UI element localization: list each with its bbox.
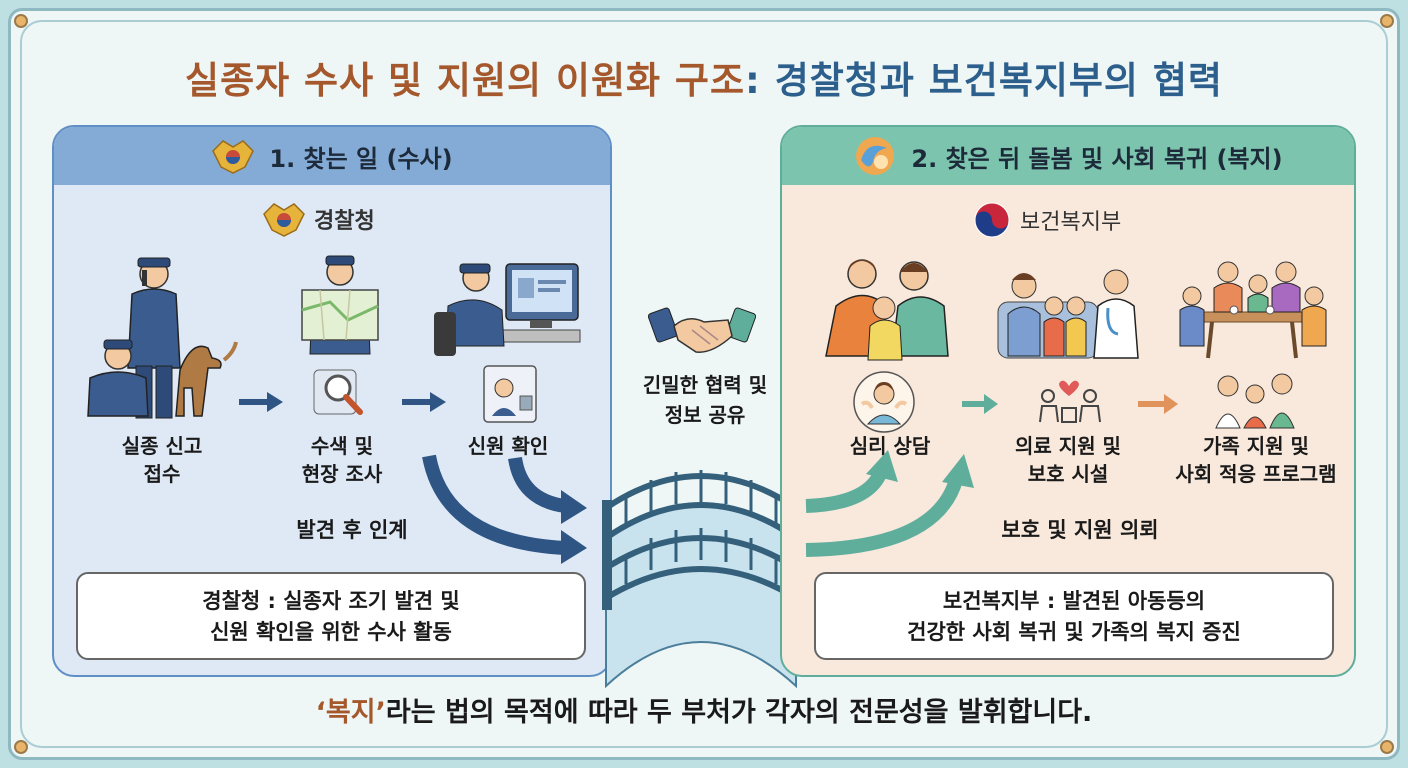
care-facility-icon bbox=[1039, 380, 1101, 423]
footer-rest: 라는 법의 목적에 따라 두 부처가 각자의 전문성을 발휘합니다. bbox=[385, 697, 1093, 728]
police-emblem-icon bbox=[212, 140, 255, 174]
footer-quote: ‘복지’ bbox=[315, 697, 386, 728]
police-summary-line1: 경찰청 : 실종자 조기 발견 및 bbox=[202, 589, 460, 613]
police-summary-line2: 신원 확인을 위한 수사 활동 bbox=[210, 620, 452, 644]
step-report-line2: 접수 bbox=[143, 462, 181, 486]
welfare-summary-line2: 건강한 사회 복귀 및 가족의 복지 증진 bbox=[907, 620, 1241, 644]
family-group-icon bbox=[1215, 373, 1295, 429]
police-panel-header: 1. 찾는 일 (수사) bbox=[54, 127, 610, 185]
welfare-logo-icon bbox=[856, 137, 895, 175]
corner-dot bbox=[1380, 14, 1394, 28]
step-family-line2: 사회 적응 프로그램 bbox=[1175, 462, 1337, 486]
cooperation-label: 긴밀한 협력 및 정보 공유 bbox=[620, 370, 790, 430]
cooperation-line1: 긴밀한 협력 및 bbox=[642, 373, 768, 397]
counseling-icon bbox=[853, 371, 915, 433]
request-arrows bbox=[805, 450, 974, 557]
step-counseling-label: 심리 상담 bbox=[830, 432, 950, 460]
flow-arrow bbox=[962, 394, 998, 414]
step-report-line1: 실종 신고 bbox=[121, 434, 203, 458]
welfare-org-text: 보건복지부 bbox=[1020, 210, 1122, 235]
title-part1: 실종자 수사 및 지원의 이원화 구조 bbox=[185, 59, 746, 102]
step-medical-line1: 의료 지원 및 bbox=[1015, 434, 1121, 458]
welfare-summary-line1: 보건복지부 : 발견된 아동등의 bbox=[942, 589, 1206, 613]
medical-support-illustration bbox=[997, 269, 1139, 359]
bridge-icon bbox=[602, 470, 800, 688]
police-summary-box: 경찰청 : 실종자 조기 발견 및 신원 확인을 위한 수사 활동 bbox=[76, 572, 586, 660]
footer-statement: ‘복지’라는 법의 목적에 따라 두 부처가 각자의 전문성을 발휘합니다. bbox=[0, 690, 1408, 729]
title-part2: : 경찰청과 보건복지부의 협력 bbox=[745, 59, 1223, 102]
step-identity-label: 신원 확인 bbox=[438, 432, 578, 460]
step-identity-line1: 신원 확인 bbox=[467, 434, 549, 458]
step-medical-label: 의료 지원 및 보호 시설 bbox=[998, 432, 1138, 488]
step-family-line1: 가족 지원 및 bbox=[1203, 434, 1309, 458]
welfare-panel-header: 2. 찾은 뒤 돌봄 및 사회 복귀 (복지) bbox=[782, 127, 1354, 185]
korea-taegeuk-icon bbox=[974, 202, 1010, 238]
identity-check-illustration bbox=[434, 263, 581, 423]
step-search-label: 수색 및 현장 조사 bbox=[272, 432, 412, 488]
handoff-arrows bbox=[422, 454, 587, 564]
police-org-label: 경찰청 bbox=[262, 200, 375, 238]
corner-dot bbox=[14, 740, 28, 754]
handoff-label: 발견 후 인계 bbox=[296, 518, 408, 542]
flow-arrow bbox=[239, 392, 283, 412]
welfare-header-text: 2. 찾은 뒤 돌봄 및 사회 복귀 (복지) bbox=[911, 144, 1283, 173]
police-emblem-icon bbox=[263, 203, 305, 237]
request-label: 보호 및 지원 의뢰 bbox=[1001, 518, 1159, 542]
family-program-illustration bbox=[1179, 261, 1327, 359]
family-hug-illustration bbox=[825, 259, 949, 361]
inner-frame bbox=[20, 20, 1388, 748]
flow-arrow bbox=[402, 392, 446, 412]
page-title: 실종자 수사 및 지원의 이원화 구조: 경찰청과 보건복지부의 협력 bbox=[0, 50, 1408, 104]
flow-arrow bbox=[1138, 394, 1178, 414]
step-report-label: 실종 신고 접수 bbox=[92, 432, 232, 488]
step-search-line1: 수색 및 bbox=[310, 434, 374, 458]
step-counseling-line1: 심리 상담 bbox=[849, 434, 931, 458]
welfare-summary-box: 보건복지부 : 발견된 아동등의 건강한 사회 복귀 및 가족의 복지 증진 bbox=[814, 572, 1334, 660]
report-intake-illustration bbox=[87, 257, 238, 419]
search-illustration bbox=[301, 255, 379, 415]
welfare-org-label: 보건복지부 bbox=[972, 200, 1121, 240]
corner-dot bbox=[14, 14, 28, 28]
police-org-text: 경찰청 bbox=[314, 209, 375, 234]
handshake-icon bbox=[648, 307, 756, 353]
police-header-text: 1. 찾는 일 (수사) bbox=[269, 144, 453, 173]
cooperation-line2: 정보 공유 bbox=[664, 403, 746, 427]
step-family-label: 가족 지원 및 사회 적응 프로그램 bbox=[1162, 432, 1350, 488]
step-medical-line2: 보호 시설 bbox=[1027, 462, 1109, 486]
step-search-line2: 현장 조사 bbox=[301, 462, 383, 486]
corner-dot bbox=[1380, 740, 1394, 754]
